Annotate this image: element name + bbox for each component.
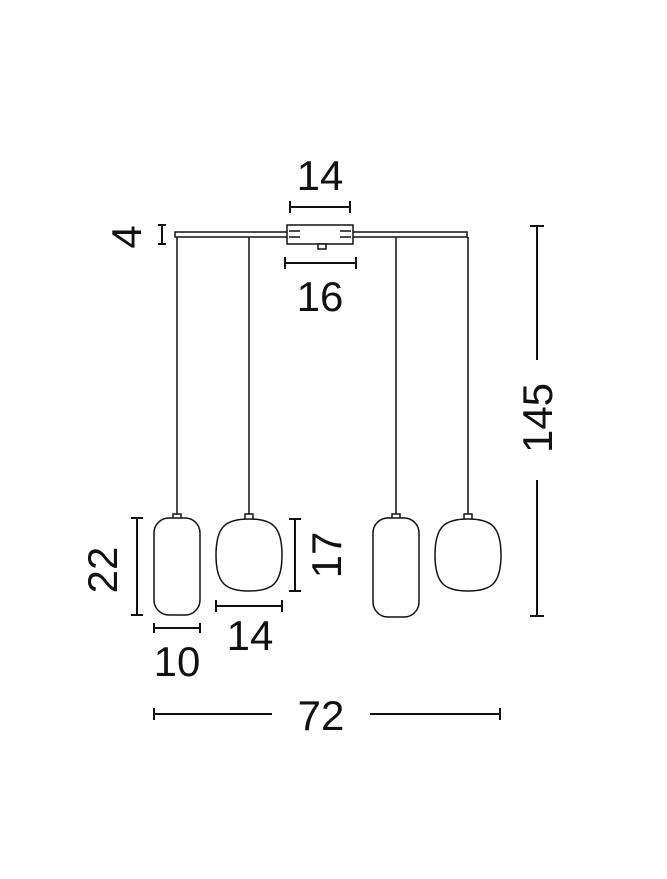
round-shade-height-dimension-line — [289, 518, 301, 592]
total-width-label: 72 — [298, 692, 345, 739]
tall-shade-width-label: 10 — [154, 638, 201, 685]
tall-shade-width-dimension-line — [153, 623, 201, 633]
canopy-top-dimension-line — [289, 201, 351, 213]
round-shade-height-label: 17 — [303, 532, 350, 579]
round-shade-width-dimension-line — [215, 600, 283, 612]
shade-tall-right — [372, 513, 420, 618]
total-width-dimension-line — [153, 708, 501, 720]
round-shade-width-label: 14 — [227, 612, 274, 659]
bar-height-dimension-line — [158, 224, 166, 245]
suspension-cables — [176, 237, 469, 515]
bar-height-label: 4 — [103, 225, 150, 248]
shade-round-right — [434, 513, 502, 592]
total-height-label: 145 — [514, 383, 561, 453]
canopy — [286, 224, 354, 250]
shade-round-left — [215, 513, 283, 592]
shade-tall-left — [153, 513, 201, 616]
tall-shade-height-label: 22 — [79, 547, 126, 594]
canopy-top-width-label: 14 — [297, 152, 344, 199]
tall-shade-height-dimension-line — [131, 517, 143, 616]
canopy-bottom-width-label: 16 — [297, 273, 344, 320]
canopy-bottom-dimension-line — [284, 257, 357, 269]
total-height-dimension-line — [530, 225, 544, 617]
